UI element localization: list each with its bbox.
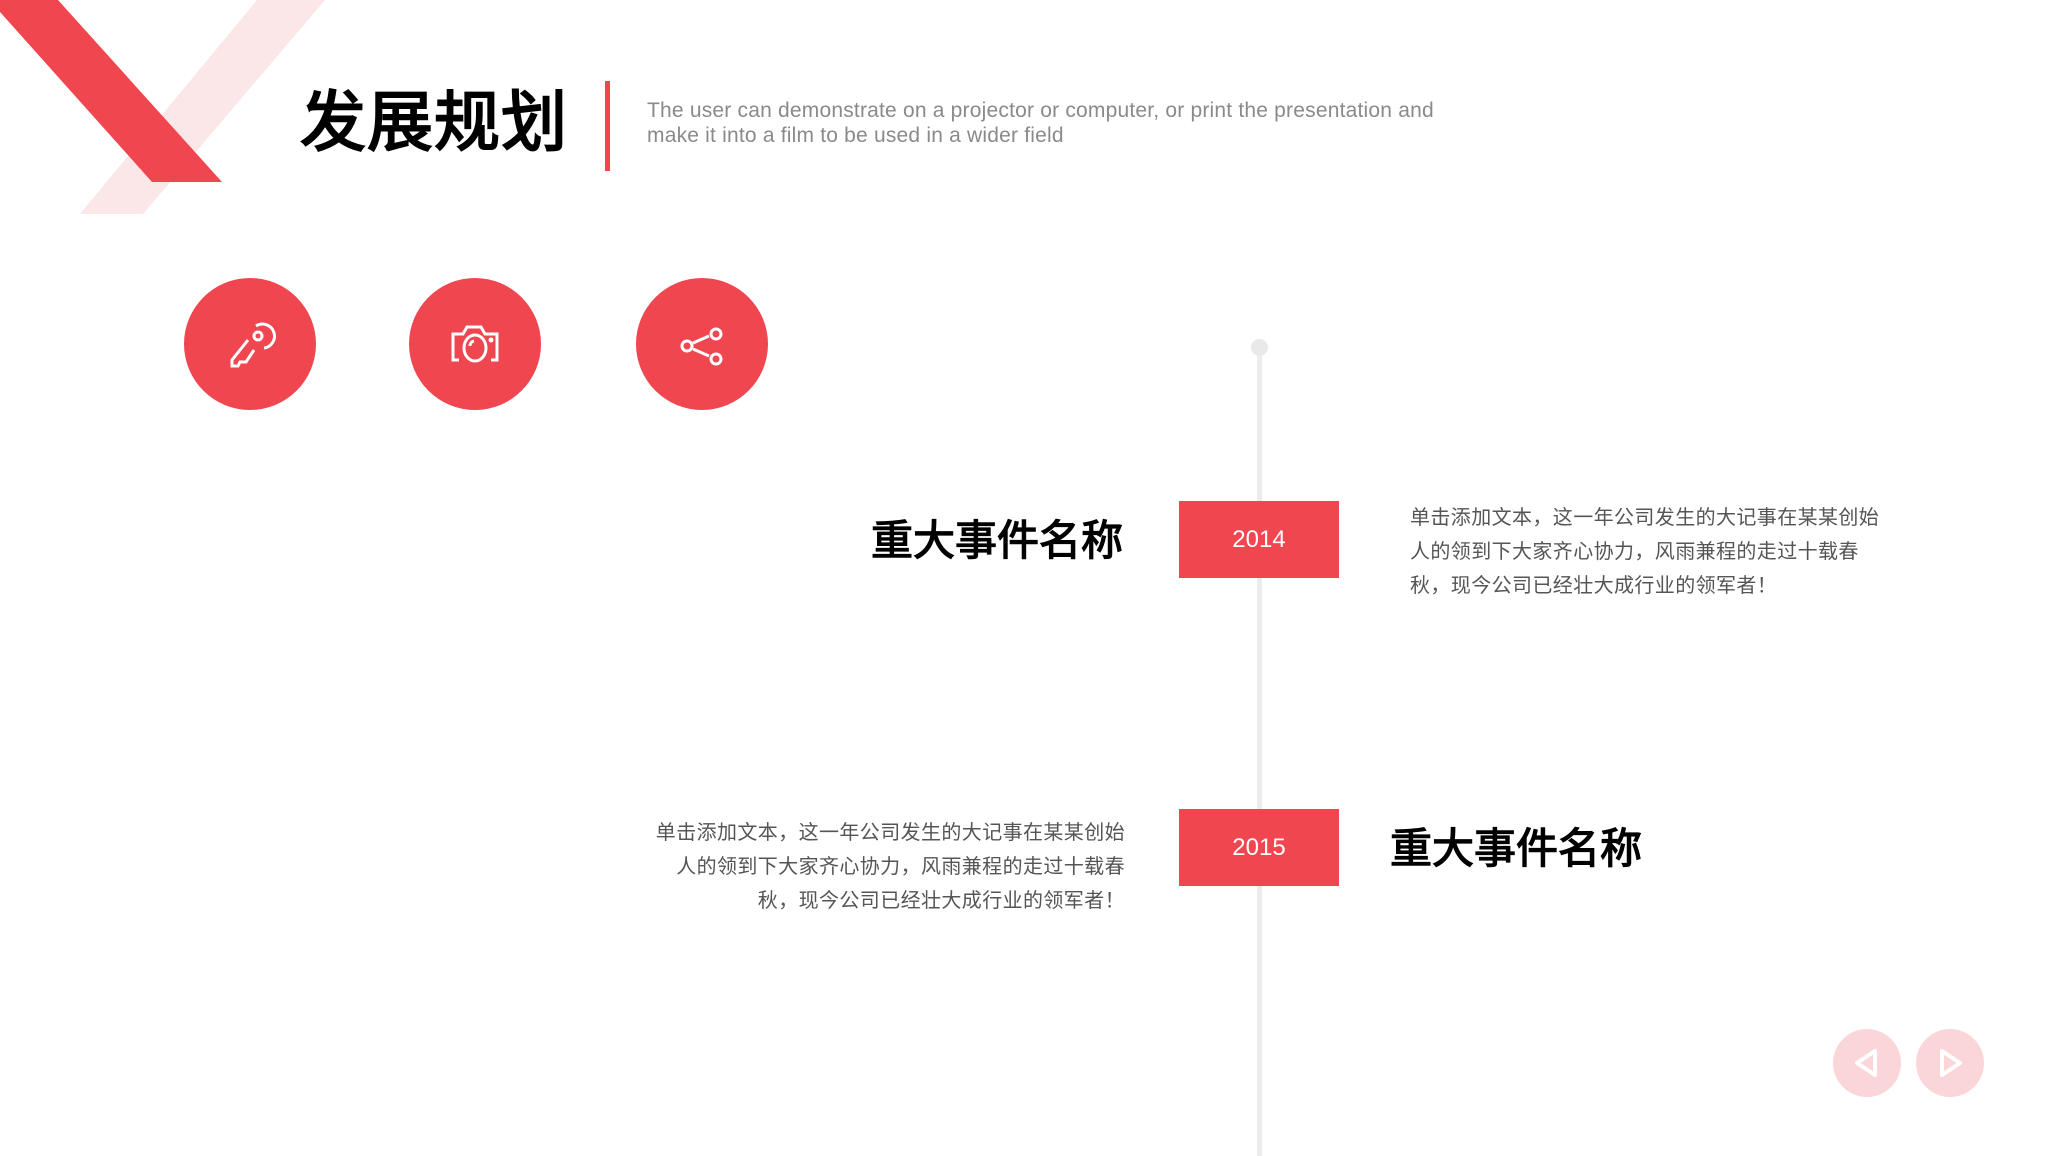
camera-icon-button[interactable]: [409, 278, 541, 410]
corner-decoration: [0, 0, 325, 214]
event-title-2015: 重大事件名称: [1390, 824, 1643, 873]
share-icon: [680, 327, 723, 366]
title-divider: [605, 81, 610, 171]
camera-icon: [451, 325, 499, 363]
page-title: 发展规划: [300, 84, 568, 161]
previous-slide-button[interactable]: [1833, 1029, 1901, 1097]
timeline-start-dot: [1251, 339, 1268, 356]
key-icon: [230, 322, 276, 368]
triangle-right-icon: [1940, 1049, 1962, 1077]
event-description-2015: 单击添加文本，这一年公司发生的大记事在某某创始人的领到下大家齐心协力，风雨兼程的…: [655, 820, 1125, 912]
event-description-2014: 单击添加文本，这一年公司发生的大记事在某某创始人的领到下大家齐心协力，风雨兼程的…: [1410, 505, 1880, 597]
event-title-2014: 重大事件名称: [870, 516, 1123, 565]
triangle-left-icon: [1855, 1049, 1877, 1077]
year-badge-2014: 2014: [1179, 501, 1339, 578]
red-diagonal-band: [0, 0, 222, 182]
key-icon-button[interactable]: [184, 278, 316, 410]
page-subtitle: The user can demonstrate on a projector …: [647, 99, 1434, 147]
next-slide-button[interactable]: [1916, 1029, 1984, 1097]
share-icon-button[interactable]: [636, 278, 768, 410]
timeline-line: [1257, 347, 1262, 1156]
year-badge-2015: 2015: [1179, 809, 1339, 886]
